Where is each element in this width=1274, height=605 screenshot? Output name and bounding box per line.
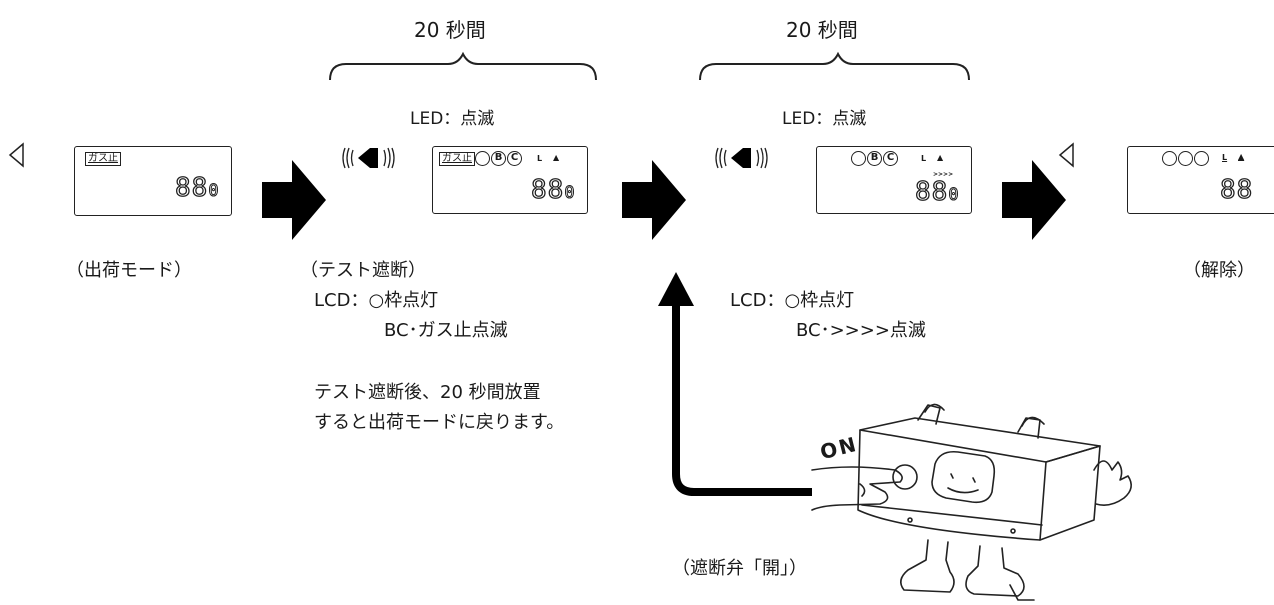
- speaker-icon: [342, 147, 395, 169]
- lcd-digits: 880: [174, 173, 220, 203]
- return-arrow: [672, 305, 812, 496]
- circle-indicator: [475, 151, 490, 166]
- lcd-panel-test: ガス止 B C L ▲ 880: [432, 146, 588, 214]
- duration-brace-2: [699, 51, 970, 81]
- speaker-icon: [358, 148, 378, 168]
- flame-icon: ▲: [553, 153, 560, 162]
- c-indicator: C: [507, 151, 522, 166]
- duration-label-1: 20 秒間: [414, 18, 486, 42]
- duration-label-2: 20 秒間: [786, 18, 858, 42]
- note-line1: テスト遮断後、20 秒間放置: [314, 382, 541, 403]
- right-arrow-icon: [622, 160, 686, 240]
- valve-open-label: （遮断弁「開」）: [672, 558, 807, 579]
- duration-brace-1: [329, 51, 597, 81]
- test-lcd-line2: BC･ガス止点滅: [384, 320, 508, 341]
- lcd-panel-open: B C L ▲ >>>> 880: [816, 146, 972, 214]
- lcd-digits: 880: [914, 177, 960, 207]
- speaker-icon: [731, 148, 751, 168]
- flame-icon: ▲: [1238, 152, 1245, 161]
- gas-stop-indicator: ガス止: [85, 152, 121, 166]
- l-indicator: L: [1222, 153, 1228, 162]
- b-indicator: B: [867, 151, 882, 166]
- left-triangle-icon: [1058, 142, 1074, 168]
- circle-indicator: [1194, 151, 1209, 166]
- speaker-icon: [715, 147, 768, 169]
- test-lcd-line1: LCD：○枠点灯: [314, 290, 439, 311]
- l-indicator: L: [921, 154, 927, 163]
- mode-label-release: （解除）: [1183, 260, 1255, 281]
- lcd-panel-shipping: ガス止 880: [74, 146, 232, 216]
- right-arrow-icon: [262, 160, 326, 240]
- lcd-panel-released: L ▲ 88: [1127, 146, 1274, 214]
- l-indicator: L: [537, 154, 543, 163]
- note-line2: すると出荷モードに戻ります。: [314, 412, 565, 433]
- lcd-digits: 880: [530, 175, 576, 205]
- circle-indicator: [851, 151, 866, 166]
- right-arrow-icon: [1002, 160, 1066, 240]
- mode-label-test: （テスト遮断）: [300, 260, 426, 281]
- flow-arrows-indicator: >>>>: [933, 171, 954, 178]
- gas-stop-indicator: ガス止: [439, 152, 475, 166]
- c-indicator: C: [883, 151, 898, 166]
- b-indicator: B: [491, 151, 506, 166]
- led-status-1: LED：点滅: [410, 109, 495, 129]
- up-arrow-head-icon: [658, 272, 694, 306]
- open-lcd-line1: LCD：○枠点灯: [730, 290, 855, 311]
- valve-character-illustration: [811, 403, 1132, 601]
- left-triangle-icon: [8, 142, 24, 168]
- led-status-2: LED：点滅: [782, 109, 867, 129]
- lcd-digits: 88: [1219, 175, 1254, 205]
- flame-icon: ▲: [937, 153, 944, 162]
- circle-indicator: [1162, 151, 1177, 166]
- mode-label-shipping: （出荷モード）: [66, 260, 192, 281]
- circle-indicator: [1178, 151, 1193, 166]
- open-lcd-line2: BC･>>>>点滅: [796, 320, 926, 341]
